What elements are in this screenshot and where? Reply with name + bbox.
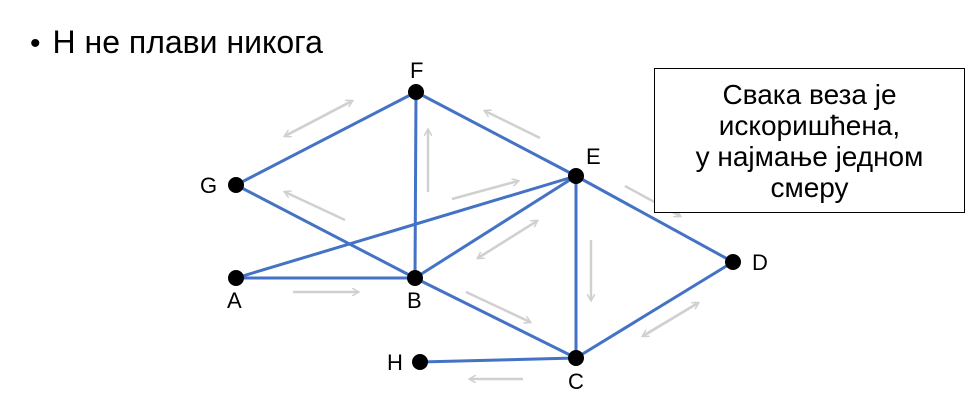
direction-arrows bbox=[285, 101, 698, 379]
node-labels: F G E A B D H C bbox=[200, 58, 768, 394]
edge-b-c bbox=[414, 276, 577, 360]
node-b bbox=[407, 270, 423, 286]
arrow-b-g bbox=[285, 192, 346, 222]
node-f bbox=[408, 84, 424, 100]
node-e bbox=[568, 168, 584, 184]
arrow-f-g bbox=[285, 99, 353, 136]
node-label-b: B bbox=[407, 288, 422, 313]
node-label-a: A bbox=[227, 288, 242, 313]
nodes bbox=[228, 84, 741, 370]
node-label-c: C bbox=[568, 369, 584, 394]
node-g bbox=[228, 177, 244, 193]
edge-c-d bbox=[575, 260, 734, 360]
edge-g-b bbox=[235, 183, 416, 280]
heading-text: H не плави никога bbox=[52, 24, 323, 60]
edge-f-e bbox=[415, 90, 577, 178]
node-a bbox=[228, 270, 244, 286]
node-label-f: F bbox=[410, 58, 423, 83]
edge-a-e bbox=[235, 174, 577, 280]
heading: • H не плави никога bbox=[30, 22, 323, 64]
arrow-e-b bbox=[478, 219, 538, 258]
note-line: искоришћена, bbox=[718, 109, 901, 141]
arrow-a-e bbox=[451, 181, 518, 201]
node-h bbox=[412, 354, 428, 370]
arrow-d-c bbox=[643, 301, 699, 336]
node-d bbox=[725, 254, 741, 270]
node-c bbox=[568, 350, 584, 366]
node-label-e: E bbox=[586, 144, 601, 169]
edge-f-b bbox=[413, 91, 418, 279]
edge-g-f bbox=[235, 90, 417, 187]
node-label-h: H bbox=[387, 350, 403, 375]
arrow-e-f bbox=[485, 111, 541, 140]
arrow-b-c bbox=[465, 290, 530, 322]
node-label-g: G bbox=[200, 173, 217, 198]
edge-b-e bbox=[414, 174, 577, 280]
edges bbox=[235, 90, 734, 364]
bullet-icon: • bbox=[30, 27, 41, 60]
note-line: смеру bbox=[770, 171, 849, 203]
note-box: Свака веза је искоришћена, у најмање јед… bbox=[654, 68, 965, 213]
node-label-d: D bbox=[752, 250, 768, 275]
edge-e-d bbox=[575, 174, 734, 264]
note-line: Свака веза је bbox=[722, 78, 897, 110]
edge-h-c bbox=[419, 356, 577, 364]
note-line: у најмање једном bbox=[695, 140, 924, 172]
